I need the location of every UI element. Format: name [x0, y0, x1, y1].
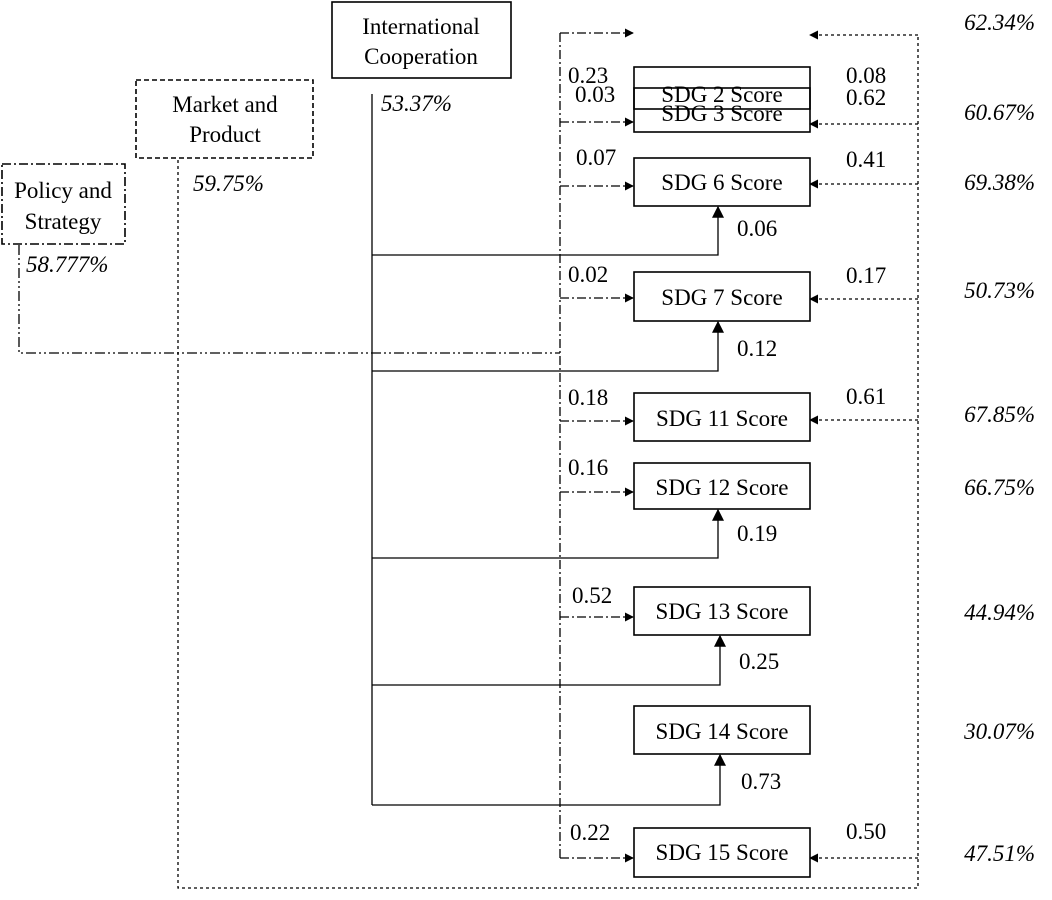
intl-to-sdg14-arrow [372, 753, 726, 806]
sdg3-node: SDG 3 Score [633, 87, 811, 133]
market-percent: 59.75% [193, 171, 264, 196]
policy-sdg13-coef: 0.52 [572, 583, 612, 608]
intl-to-sdg6-arrow [372, 205, 724, 256]
policy-sdg6-coef: 0.07 [576, 145, 616, 170]
sdg15-percent: 47.51% [964, 841, 1035, 866]
market-label-line1: Market and [172, 92, 278, 117]
sdg14-node: SDG 14 Score [633, 705, 811, 755]
sdg11-node: SDG 11 Score [633, 392, 811, 442]
intl-to-sdg13-arrow [372, 634, 726, 686]
sdg15-label: SDG 15 Score [656, 840, 789, 865]
sdg6-percent: 69.38% [964, 170, 1035, 195]
sdg13-label: SDG 13 Score [656, 599, 789, 624]
sdg14-percent: 30.07% [963, 719, 1035, 744]
intl-to-sdg7-arrow [372, 320, 724, 372]
sdg11-percent: 67.85% [964, 402, 1035, 427]
sdg7-node: SDG 7 Score [633, 271, 811, 322]
intl-coop-label-line1: International [362, 14, 480, 39]
intl-sdg14-coef: 0.73 [741, 769, 781, 794]
market-node: Market and Product [135, 79, 314, 159]
policy-paths [18, 28, 634, 863]
sdg14-label: SDG 14 Score [656, 719, 789, 744]
sdg11-box [633, 392, 811, 442]
market-sdg2-coef: 0.08 [846, 63, 886, 88]
sdg14-box [633, 705, 811, 755]
intl-coop-box [331, 1, 512, 79]
sdg12-box [633, 462, 811, 510]
intl-sdg12-coef: 0.19 [737, 521, 777, 546]
market-sdg11-coef: 0.61 [846, 384, 886, 409]
sdg7-percent: 50.73% [964, 278, 1035, 303]
sdg15-node: SDG 15 Score [633, 827, 811, 878]
policy-percent: 58.777% [26, 252, 108, 277]
market-feed-line [177, 35, 919, 889]
intl-to-sdg12-arrow [372, 508, 724, 559]
sdg2-percent: 62.34% [964, 10, 1035, 35]
intl-sdg6-coef: 0.06 [737, 216, 777, 241]
sdg12-percent: 66.75% [964, 475, 1035, 500]
sdg13-node: SDG 13 Score [633, 586, 811, 636]
sdg13-percent: 44.94% [964, 600, 1035, 625]
market-box [135, 79, 314, 159]
intl-coop-paths [371, 94, 726, 806]
market-paths [177, 30, 919, 889]
policy-feed-line [18, 245, 560, 354]
sdg3-percent: 60.67% [964, 100, 1035, 125]
market-sdg7-coef: 0.17 [846, 263, 886, 288]
sdg6-node: SDG 6 Score [633, 157, 811, 207]
market-sdg6-coef: 0.41 [846, 147, 886, 172]
sdg15-box [633, 827, 811, 878]
sdg11-label: SDG 11 Score [656, 406, 788, 431]
policy-sdg12-coef: 0.16 [568, 455, 608, 480]
policy-sdg3-coef: 0.03 [575, 82, 615, 107]
sdg13-box [633, 586, 811, 636]
intl-coop-node: International Cooperation [331, 1, 512, 79]
intl-coop-label-line2: Cooperation [364, 44, 478, 69]
sdg7-label: SDG 7 Score [661, 285, 782, 310]
sdg12-label: SDG 12 Score [656, 475, 789, 500]
policy-node: Policy and Strategy [1, 163, 126, 245]
policy-sdg7-coef: 0.02 [568, 262, 608, 287]
market-sdg15-coef: 0.50 [846, 819, 886, 844]
intl-sdg13-coef: 0.25 [739, 649, 779, 674]
sdg3-box [633, 87, 811, 133]
sdg12-node: SDG 12 Score [633, 462, 811, 510]
policy-sdg2-coef: 0.23 [568, 63, 608, 88]
sdg6-box [633, 157, 811, 207]
policy-label-line2: Strategy [25, 209, 102, 234]
intl-coop-percent: 53.37% [381, 91, 452, 116]
sdg6-label: SDG 6 Score [661, 170, 782, 195]
policy-box [1, 163, 126, 245]
market-label-line2: Product [189, 122, 261, 147]
intl-sdg7-coef: 0.12 [737, 336, 777, 361]
sdg3-label: SDG 3 Score [661, 101, 782, 126]
policy-sdg11-coef: 0.18 [568, 385, 608, 410]
sdg7-box [633, 271, 811, 322]
market-sdg3-coef: 0.62 [846, 85, 886, 110]
policy-sdg15-coef: 0.22 [570, 820, 610, 845]
policy-label-line1: Policy and [14, 178, 112, 203]
sdg2-label: SDG 2 Score [661, 82, 782, 107]
